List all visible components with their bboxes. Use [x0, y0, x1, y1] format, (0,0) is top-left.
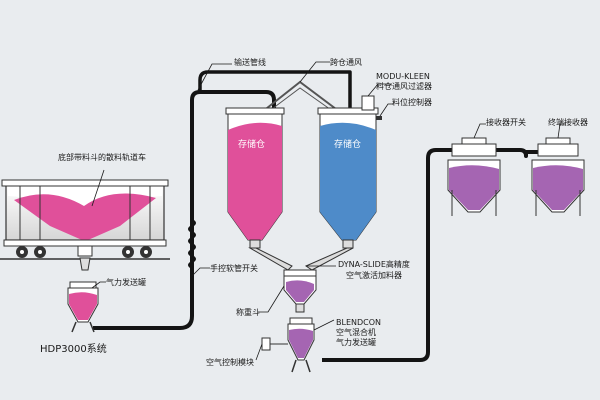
air-control-module — [261, 337, 288, 351]
railcar — [0, 179, 170, 260]
label-level-controller: 料位控制器 — [392, 98, 432, 107]
label-hdp3000-system: HDP3000系统 — [40, 344, 107, 355]
label-dyna-slide-desc: 空气激活加料器 — [346, 271, 402, 280]
label-weigh-hopper: 称重斗 — [236, 308, 260, 317]
label-terminal-receiver: 终端接收器 — [548, 118, 588, 127]
label-blendcon-line2: 空气混合机 — [336, 328, 376, 337]
label-air-control-module: 空气控制模块 — [206, 358, 254, 367]
label-railcar: 底部带料斗的散料轨道车 — [58, 153, 146, 162]
label-storage-bin-1: 存储仓 — [238, 140, 266, 150]
feed-chutes — [248, 247, 354, 271]
label-blendcon-line3: 气力发送罐 — [336, 338, 376, 347]
label-manual-hose-switch: 手控软管开关 — [210, 264, 258, 273]
weigh-hopper — [283, 269, 317, 313]
label-pneumatic-tank: 气力发送罐 — [106, 278, 146, 287]
leader-lines — [91, 61, 566, 361]
label-dyna-slide-title: DYNA-SLIDE高精度 — [338, 260, 410, 269]
label-modu-kleen-desc: 料仓通风过滤器 — [376, 82, 432, 91]
receiver-2 — [531, 137, 585, 216]
receiver-1 — [447, 137, 501, 216]
label-modu-kleen-title: MODU-KLEEN — [376, 72, 430, 81]
label-storage-bin-2: 存储仓 — [334, 140, 362, 150]
hdp3000-send-tank — [67, 257, 99, 333]
label-receiver-switch: 接收器开关 — [486, 118, 526, 127]
level-controller — [376, 116, 382, 120]
blendcon-vessel — [287, 317, 315, 373]
label-conveying-line: 输送管线 — [234, 58, 266, 67]
modu-kleen-filter — [361, 95, 375, 111]
flex-hose — [188, 219, 196, 269]
storage-bin-1 — [225, 107, 285, 249]
storage-bin-2 — [317, 95, 382, 249]
label-blendcon-title: BLENDCON — [336, 318, 382, 327]
label-cross-bin-vent: 跨仓通风 — [330, 58, 362, 67]
